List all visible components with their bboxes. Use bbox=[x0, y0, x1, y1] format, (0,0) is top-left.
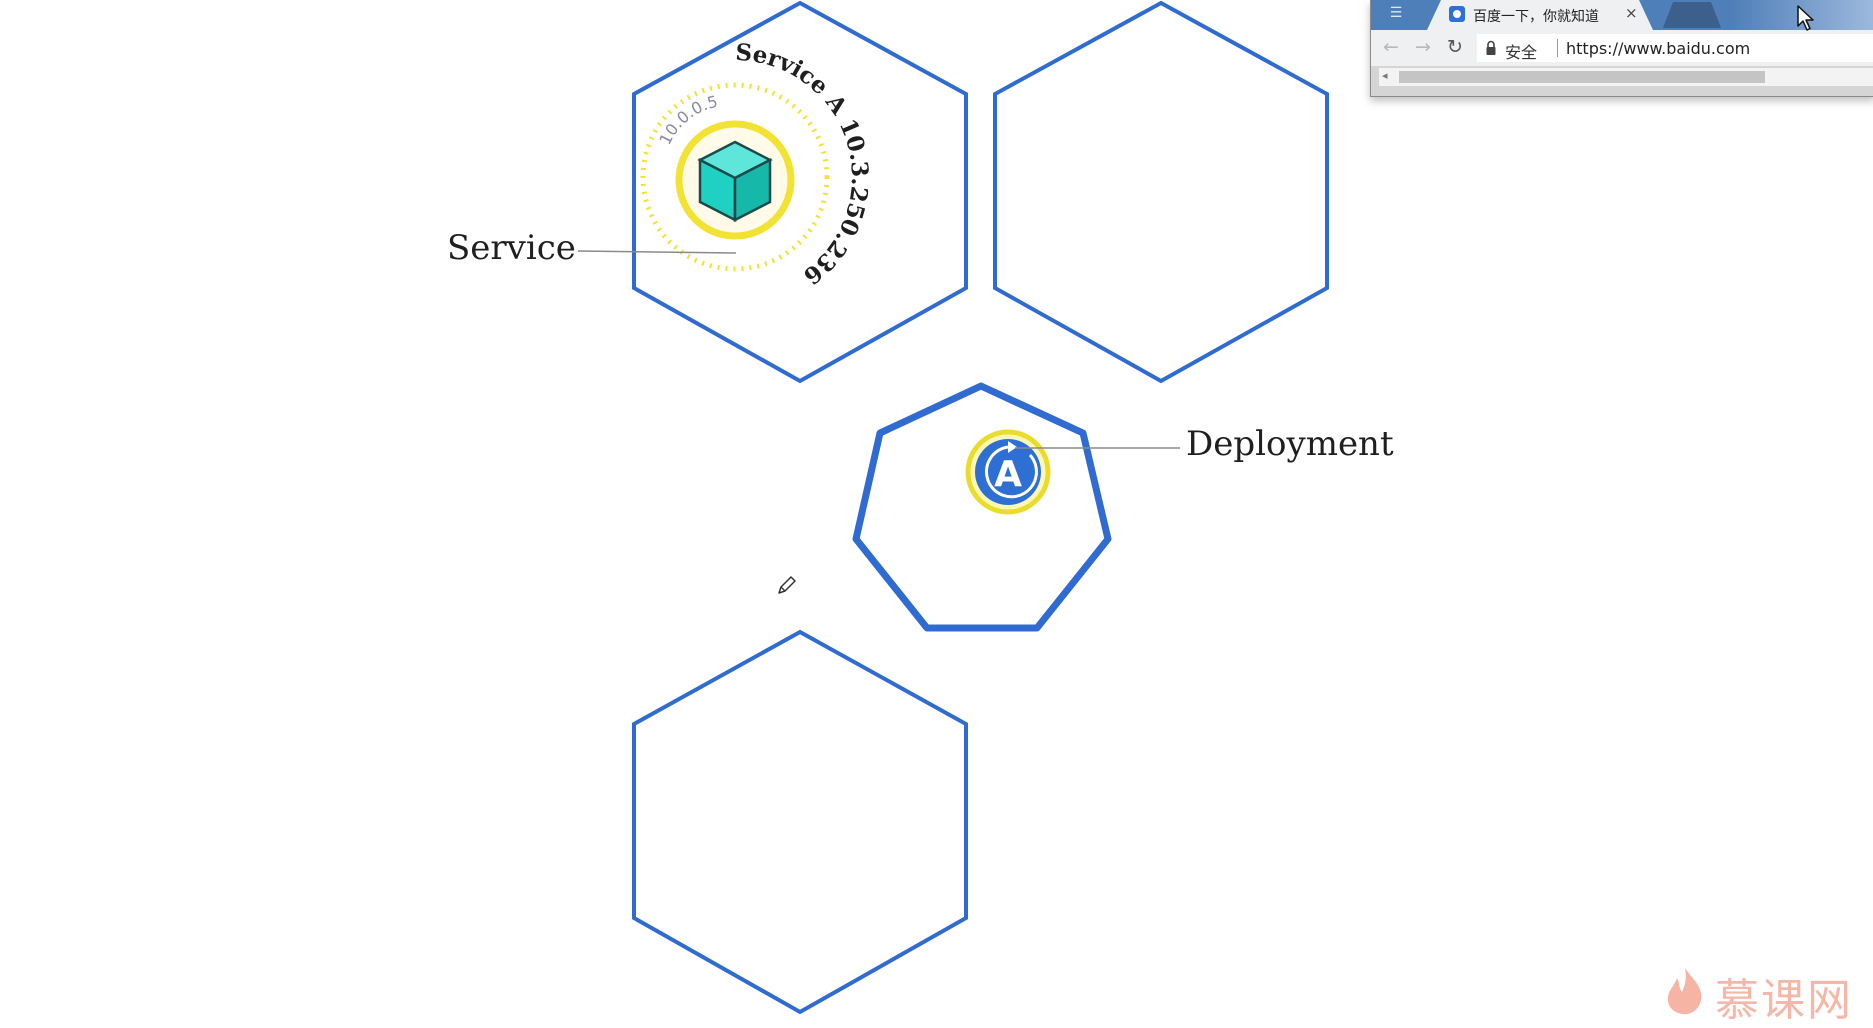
lock-icon bbox=[1486, 40, 1496, 55]
deployment-label: Deployment bbox=[1186, 424, 1394, 464]
scroll-left-icon[interactable]: ◂ bbox=[1382, 69, 1388, 82]
watermark-text: 慕课网 bbox=[1715, 975, 1853, 1026]
address-separator bbox=[1557, 39, 1558, 57]
service-outer-dotted-ring bbox=[640, 82, 830, 272]
secure-label: 安全 bbox=[1505, 43, 1538, 62]
new-tab-button[interactable] bbox=[1663, 2, 1721, 28]
url-text: https://www.baidu.com bbox=[1566, 39, 1751, 58]
pod-cube-icon bbox=[697, 140, 773, 223]
service-label: Service bbox=[447, 228, 576, 268]
reload-icon[interactable]: ↻ bbox=[1447, 36, 1463, 58]
mouse-pointer-icon bbox=[1797, 5, 1814, 31]
node-hexagon-top-left bbox=[632, 0, 968, 384]
tab-strip: ☰ 百度一下，你就知道 × bbox=[1371, 0, 1873, 30]
flame-logo-icon bbox=[1667, 968, 1702, 1015]
pen-cursor-icon bbox=[778, 576, 796, 594]
baidu-favicon-icon bbox=[1449, 6, 1465, 22]
deployment-badge-letter: A bbox=[994, 454, 1022, 495]
node-hexagon-top-right bbox=[993, 0, 1329, 384]
imooc-watermark: 慕课网 bbox=[1663, 960, 1873, 1026]
browser-toolbar: ← → ↻ 安全 https://www.baidu.com bbox=[1371, 30, 1873, 66]
cycle-arrow-icon bbox=[984, 445, 1038, 499]
service-leader-line bbox=[577, 250, 737, 254]
forward-icon[interactable]: → bbox=[1415, 36, 1431, 58]
node-hexagon-bottom bbox=[632, 629, 968, 1015]
browser-window: ☰ 百度一下，你就知道 × ← → ↻ 安全 https://www.baidu… bbox=[1370, 0, 1873, 97]
deployment-a-badge: A bbox=[965, 429, 1051, 515]
menu-icon[interactable]: ☰ bbox=[1389, 5, 1403, 21]
tab-close-button[interactable]: × bbox=[1625, 4, 1638, 22]
tab-title: 百度一下，你就知道 bbox=[1473, 9, 1599, 25]
address-bar[interactable]: 安全 https://www.baidu.com bbox=[1477, 34, 1873, 62]
back-icon[interactable]: ← bbox=[1383, 36, 1399, 58]
horizontal-scrollbar[interactable]: ◂ bbox=[1379, 68, 1873, 86]
node-heptagon-center bbox=[852, 382, 1112, 632]
browser-tab[interactable]: 百度一下，你就知道 × bbox=[1427, 0, 1653, 30]
scroll-thumb[interactable] bbox=[1399, 71, 1765, 83]
